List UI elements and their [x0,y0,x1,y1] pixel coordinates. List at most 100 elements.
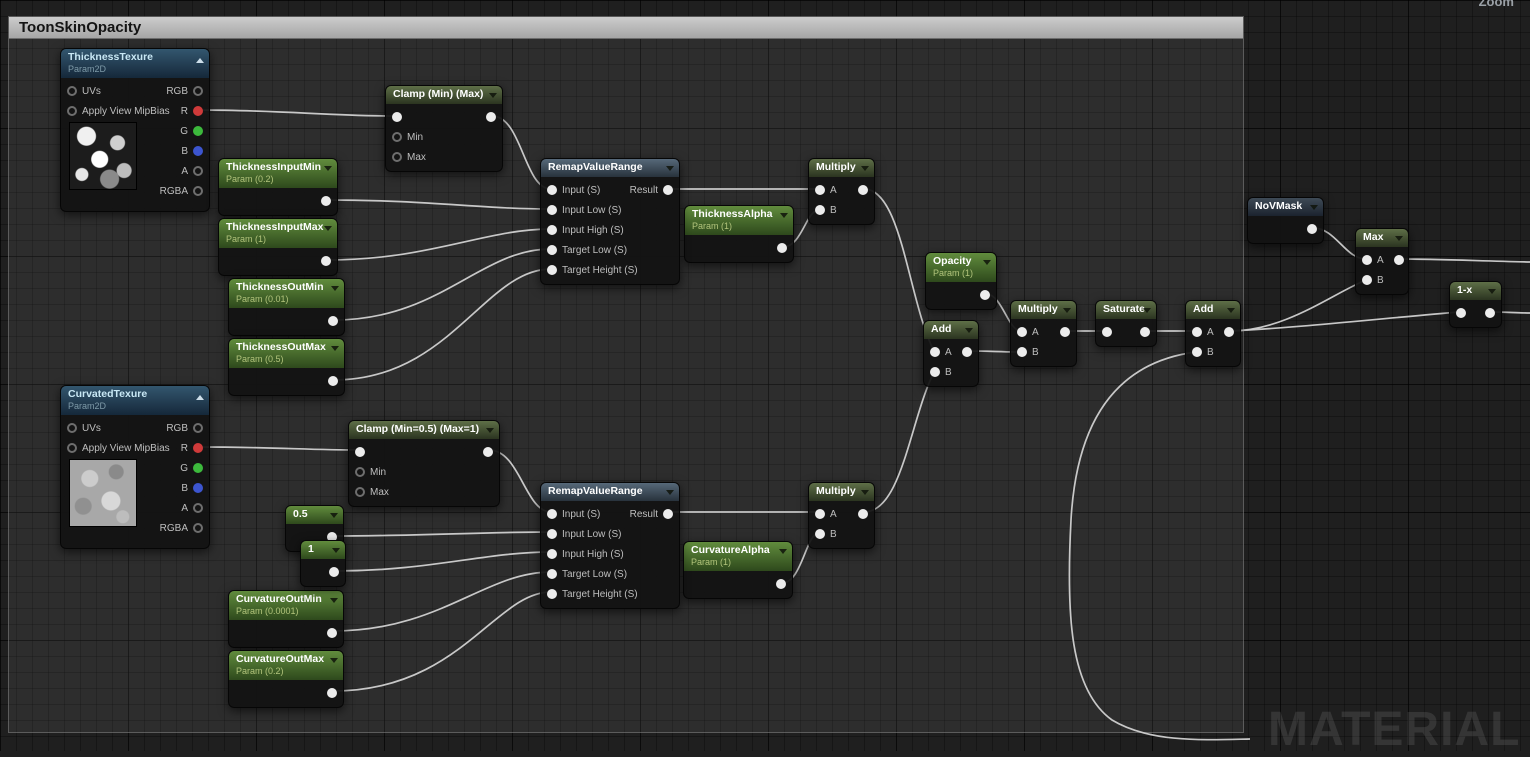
collapse-arrow-icon[interactable] [1395,236,1403,241]
node-header[interactable]: Saturate [1096,301,1156,319]
collapse-arrow-icon[interactable] [965,328,973,333]
collapse-arrow-icon[interactable] [486,428,494,433]
node-constant-one[interactable]: 1 [300,540,346,587]
collapse-arrow-icon[interactable] [1143,308,1151,313]
pin-output[interactable] [1140,327,1150,337]
pin-output[interactable] [858,185,868,195]
pin-b[interactable] [815,529,825,539]
pin-output[interactable] [321,196,331,206]
pin-a[interactable] [1017,327,1027,337]
node-header[interactable]: NoVMask [1248,198,1323,216]
node-header[interactable]: Add [924,321,978,339]
pin-output[interactable] [483,447,493,457]
collapse-arrow-icon[interactable] [1488,289,1496,294]
pin-g[interactable] [193,463,203,473]
pin-a[interactable] [193,166,203,176]
pin-output[interactable] [1224,327,1234,337]
node-header[interactable]: Multiply [1011,301,1076,319]
pin-output[interactable] [321,256,331,266]
node-header[interactable]: Clamp (Min=0.5) (Max=1) [349,421,499,439]
pin-min[interactable] [355,467,365,477]
node-thickness-texture[interactable]: ThicknessTexure Param2D UVs Apply View M… [60,48,210,212]
pin-max[interactable] [355,487,365,497]
pin-input-high-s[interactable] [547,225,557,235]
collapse-arrow-icon[interactable] [779,549,787,554]
collapse-arrow-icon[interactable] [1227,308,1235,313]
pin-apply-view-mipbias[interactable] [67,443,77,453]
collapse-arrow-icon[interactable] [196,58,204,63]
texture-preview[interactable] [69,122,137,190]
pin-a[interactable] [815,185,825,195]
node-multiply-final[interactable]: Multiply A B [1010,300,1077,367]
node-header[interactable]: 0.5 [286,506,343,524]
node-saturate[interactable]: Saturate [1095,300,1157,347]
collapse-arrow-icon[interactable] [196,395,204,400]
pin-output[interactable] [328,376,338,386]
pin-g[interactable] [193,126,203,136]
collapse-arrow-icon[interactable] [330,598,338,603]
collapse-arrow-icon[interactable] [1063,308,1071,313]
pin-input[interactable] [1456,308,1466,318]
pin-b[interactable] [193,483,203,493]
pin-output[interactable] [486,112,496,122]
pin-a[interactable] [1192,327,1202,337]
collapse-arrow-icon[interactable] [861,490,869,495]
pin-max[interactable] [392,152,402,162]
pin-a[interactable] [1362,255,1372,265]
pin-output[interactable] [1485,308,1495,318]
pin-rgba[interactable] [193,523,203,533]
pin-b[interactable] [193,146,203,156]
node-max[interactable]: Max A B [1355,228,1409,295]
pin-input-s[interactable] [547,185,557,195]
pin-output[interactable] [327,628,337,638]
collapse-arrow-icon[interactable] [330,513,338,518]
comment-title-bar[interactable]: ToonSkinOpacity [9,17,1243,39]
collapse-arrow-icon[interactable] [780,213,788,218]
node-header[interactable]: Clamp (Min) (Max) [386,86,502,104]
node-multiply-curvature[interactable]: Multiply A B [808,482,875,549]
node-add-final[interactable]: Add A B [1185,300,1241,367]
pin-a[interactable] [193,503,203,513]
collapse-arrow-icon[interactable] [666,166,674,171]
pin-result[interactable] [663,509,673,519]
node-one-minus-x[interactable]: 1-x [1449,281,1502,328]
node-clamp-thickness[interactable]: Clamp (Min) (Max) Min Max [385,85,503,172]
pin-output[interactable] [1393,255,1404,265]
pin-result[interactable] [663,185,673,195]
collapse-arrow-icon[interactable] [330,658,338,663]
collapse-arrow-icon[interactable] [331,286,339,291]
texture-preview[interactable] [69,459,137,527]
pin-rgba[interactable] [193,186,203,196]
pin-rgb[interactable] [193,423,203,433]
node-header[interactable]: RemapValueRange [541,159,679,177]
node-curvated-texture[interactable]: CurvatedTexure Param2D UVs Apply View Mi… [60,385,210,549]
pin-apply-view-mipbias[interactable] [67,106,77,116]
pin-output[interactable] [962,347,972,357]
pin-input-high-s[interactable] [547,549,557,559]
pin-input[interactable] [1102,327,1112,337]
collapse-arrow-icon[interactable] [489,93,497,98]
node-header[interactable]: CurvatedTexure Param2D [61,386,209,415]
pin-input-low-s[interactable] [547,529,557,539]
node-remap-thickness[interactable]: RemapValueRange Input (S)Result Input Lo… [540,158,680,285]
collapse-arrow-icon[interactable] [1310,205,1318,210]
node-header[interactable]: 1-x [1450,282,1501,300]
pin-output[interactable] [328,316,338,326]
pin-output[interactable] [980,290,990,300]
node-multiply-thickness[interactable]: Multiply A B [808,158,875,225]
pin-input[interactable] [392,112,402,122]
pin-target-height-s[interactable] [547,265,557,275]
node-header[interactable]: ThicknessTexure Param2D [61,49,209,78]
node-header[interactable]: Multiply [809,483,874,501]
pin-b[interactable] [930,367,940,377]
node-remap-curvature[interactable]: RemapValueRange Input (S)Result Input Lo… [540,482,680,609]
